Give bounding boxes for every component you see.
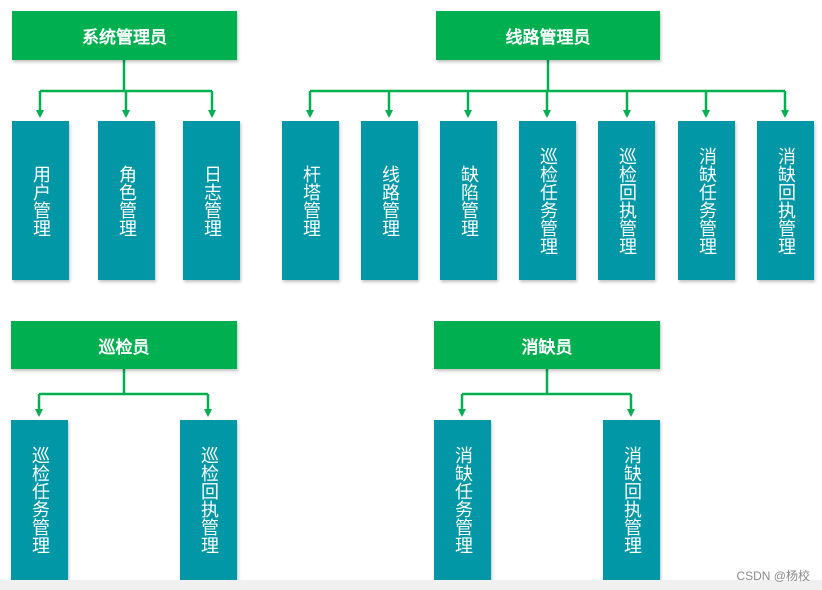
node-log-management: 日志管理 xyxy=(183,121,240,280)
node-role-management: 角色管理 xyxy=(98,121,155,280)
node-eliminator: 消缺员 xyxy=(434,321,660,369)
node-elimination-receipt-management: 消缺回执管理 xyxy=(757,121,814,280)
node-elimination-task-management: 消缺任务管理 xyxy=(678,121,735,280)
node-inspection-receipt-management: 巡检回执管理 xyxy=(598,121,655,280)
node-tower-management: 杆塔管理 xyxy=(282,121,339,280)
node-inspector-task-management: 巡检任务管理 xyxy=(11,420,68,580)
node-line-admin: 线路管理员 xyxy=(436,11,660,60)
node-inspector-receipt-management: 巡检回执管理 xyxy=(180,420,237,580)
node-eliminator-receipt-management: 消缺回执管理 xyxy=(603,420,660,580)
footer-strip xyxy=(0,580,822,590)
node-defect-management: 缺陷管理 xyxy=(440,121,497,280)
watermark: CSDN @杨校 xyxy=(736,569,810,583)
node-eliminator-task-management: 消缺任务管理 xyxy=(434,420,491,580)
node-user-management: 用户管理 xyxy=(12,121,69,280)
node-line-management: 线路管理 xyxy=(361,121,418,280)
node-inspection-task-management: 巡检任务管理 xyxy=(519,121,576,280)
node-inspector: 巡检员 xyxy=(11,321,237,369)
node-system-admin: 系统管理员 xyxy=(12,11,237,60)
